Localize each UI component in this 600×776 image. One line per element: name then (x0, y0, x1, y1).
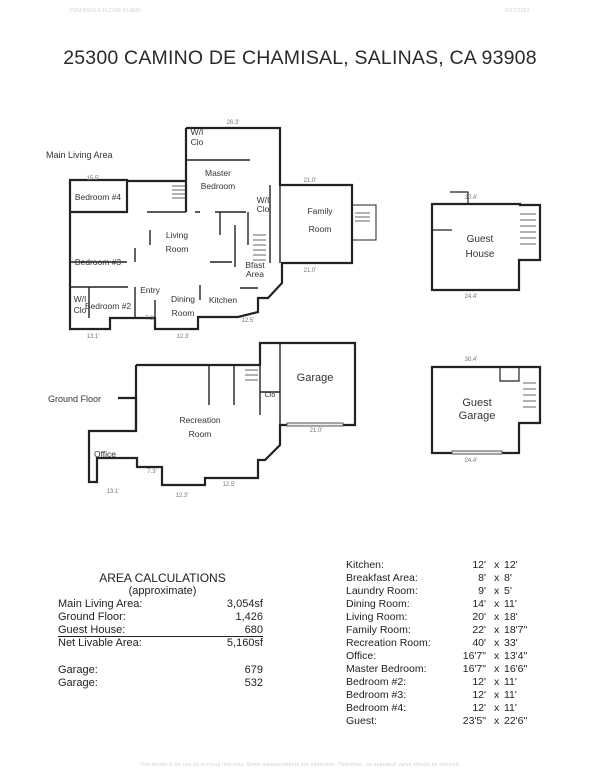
area-row-ground-floor: Ground Floor: 1,426 (58, 611, 263, 623)
svg-text:Dining: Dining (171, 294, 195, 304)
property-address: 25300 CAMINO DE CHAMISAL, SALINAS, CA 93… (63, 47, 537, 69)
svg-text:W/I: W/I (257, 195, 270, 205)
svg-text:Guest: Guest (467, 234, 494, 245)
svg-text:13.1': 13.1' (87, 334, 100, 340)
svg-text:Garage: Garage (297, 372, 334, 384)
svg-text:Master: Master (205, 168, 231, 178)
svg-text:Room: Room (166, 244, 189, 254)
svg-text:Kitchen: Kitchen (209, 295, 238, 305)
svg-text:Room: Room (172, 308, 195, 318)
svg-text:Bfast: Bfast (245, 260, 265, 270)
area-row-garage-2: Garage: 532 (58, 677, 263, 689)
svg-text:30.4': 30.4' (465, 357, 478, 363)
svg-text:26.3': 26.3' (227, 120, 240, 126)
svg-text:12.5': 12.5' (242, 318, 255, 324)
svg-text:Clo: Clo (191, 137, 204, 147)
main-living-outline (68, 126, 354, 331)
svg-text:Bedroom #2: Bedroom #2 (85, 301, 132, 311)
guest-house-outline (430, 202, 542, 292)
svg-text:7.3': 7.3' (147, 469, 157, 475)
svg-text:12.3': 12.3' (176, 493, 189, 499)
svg-text:W/I: W/I (74, 294, 87, 304)
svg-text:12.5': 12.5' (223, 482, 236, 488)
svg-text:21.0': 21.0' (310, 428, 323, 434)
svg-text:Entry: Entry (140, 285, 161, 295)
svg-text:21.0': 21.0' (304, 178, 317, 184)
area-calculations-subtitle: (approximate) (128, 585, 197, 597)
svg-text:12.3': 12.3' (177, 334, 190, 340)
svg-text:Family: Family (307, 206, 333, 216)
ground-floor-outline (87, 341, 357, 487)
svg-text:Room: Room (189, 429, 212, 439)
label-ground-floor: Ground Floor (48, 394, 101, 404)
svg-text:House: House (466, 249, 495, 260)
svg-text:24.4': 24.4' (465, 458, 478, 464)
floor-plan-drawing: Main Living Area Ground Floor MasterBedr… (46, 120, 542, 499)
svg-text:7.3': 7.3' (145, 316, 155, 322)
svg-text:Bedroom #3: Bedroom #3 (75, 257, 122, 267)
svg-text:Bedroom #4: Bedroom #4 (75, 192, 122, 202)
svg-text:13.1': 13.1' (107, 489, 120, 495)
svg-text:30.4': 30.4' (465, 195, 478, 201)
disclaimer: This model is for use as a visual tool o… (139, 762, 461, 768)
plan-date: 6/17/2022 (505, 8, 530, 14)
area-row-guest-house: Guest House: 680 (58, 624, 263, 637)
svg-text:21.0': 21.0' (304, 268, 317, 274)
label-main-living-area: Main Living Area (46, 150, 113, 160)
svg-text:Area: Area (246, 269, 264, 279)
company-name: PENINSULA FLOOR PLANS (70, 8, 141, 14)
area-calculations-title: AREA CALCULATIONS (99, 571, 226, 585)
area-row-main-living: Main Living Area: 3,054sf (58, 598, 263, 610)
svg-text:15.5': 15.5' (87, 176, 100, 182)
guest-garage-outline (430, 365, 542, 455)
svg-text:Clo: Clo (257, 204, 270, 214)
svg-text:Garage: Garage (459, 410, 496, 422)
svg-text:Room: Room (309, 224, 332, 234)
svg-text:Clo: Clo (74, 305, 87, 315)
area-row-garage-1: Garage: 679 (58, 664, 263, 676)
svg-text:Recreation: Recreation (179, 415, 220, 425)
svg-text:Living: Living (166, 230, 188, 240)
svg-text:Guest: Guest (462, 397, 491, 409)
svg-text:24.4': 24.4' (465, 294, 478, 300)
area-row-net-livable: Net Livable Area: 5,160sf (58, 637, 263, 649)
svg-text:Clo: Clo (265, 392, 276, 399)
svg-text:Office: Office (94, 449, 116, 459)
svg-text:W/I: W/I (191, 127, 204, 137)
svg-text:Bedroom: Bedroom (201, 181, 236, 191)
